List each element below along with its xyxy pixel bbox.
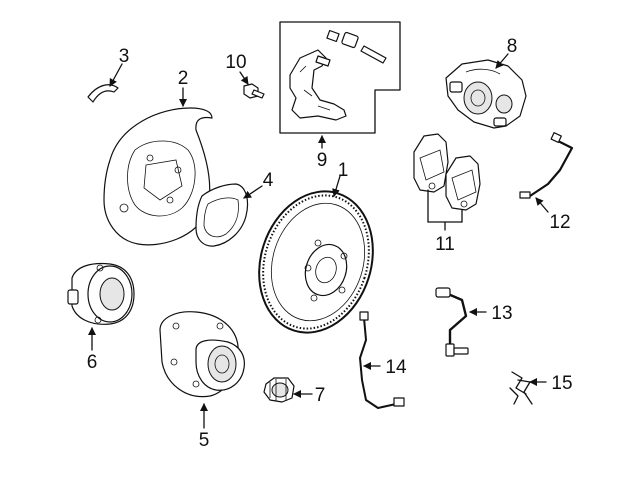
- callout-labels: 1 2 3 4 5 6 7 8 9 10 11 12 13 14 15: [87, 36, 573, 451]
- callout-12: 12: [549, 212, 570, 233]
- caliper-bracket-kit-box: [279, 21, 401, 134]
- callout-6: 6: [87, 352, 98, 373]
- callout-3: 3: [119, 46, 130, 67]
- callout-15: 15: [551, 373, 572, 394]
- retaining-clips-icon: [509, 371, 533, 405]
- wheel-bearing-icon: [67, 262, 135, 325]
- callout-7: 7: [315, 385, 326, 406]
- bolt-icon: [243, 83, 265, 99]
- brake-pads-icon: [413, 133, 481, 211]
- wear-sensor-icon: [519, 132, 574, 199]
- caliper-icon: [445, 59, 527, 129]
- callout-9: 9: [317, 150, 328, 171]
- wheel-hub-icon: [159, 311, 245, 398]
- callout-8: 8: [507, 36, 518, 57]
- axle-nut-icon: [263, 377, 295, 403]
- brake-hose-icon: [435, 287, 469, 357]
- brake-rotor-icon: [258, 190, 374, 334]
- callout-5: 5: [199, 430, 210, 451]
- callout-2: 2: [178, 68, 189, 89]
- dust-shield-icon: [103, 107, 213, 246]
- abs-sensor-icon: [359, 311, 405, 409]
- callout-11: 11: [435, 234, 455, 255]
- callout-1: 1: [338, 160, 349, 181]
- shield-plate-icon: [195, 183, 249, 247]
- leader-lines: [88, 53, 549, 429]
- callout-13: 13: [491, 303, 512, 324]
- callout-4: 4: [263, 170, 274, 191]
- clip-icon: [87, 84, 119, 103]
- callout-10: 10: [225, 52, 246, 73]
- guide-pin-icon: [315, 29, 387, 67]
- callout-14: 14: [385, 357, 407, 378]
